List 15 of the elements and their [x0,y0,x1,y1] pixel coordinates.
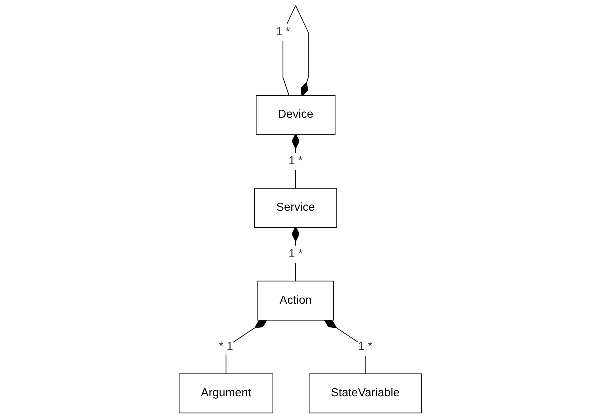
node-box: StateVariable [309,374,422,414]
connector [226,320,268,374]
edge-label: 1 * [358,340,373,354]
node-box: Device [256,95,336,136]
node-box: Service [254,188,338,228]
edge-label: 1 * [276,26,290,38]
connector [282,5,309,97]
connector [292,134,300,189]
connector [292,226,300,282]
node-box: Argument [179,374,274,414]
edge-label: 1 * [288,155,303,168]
connector [324,320,366,374]
node-box: Action [258,280,334,321]
edge-label: 1 * [288,248,303,260]
edge-label: * 1 [219,340,234,354]
